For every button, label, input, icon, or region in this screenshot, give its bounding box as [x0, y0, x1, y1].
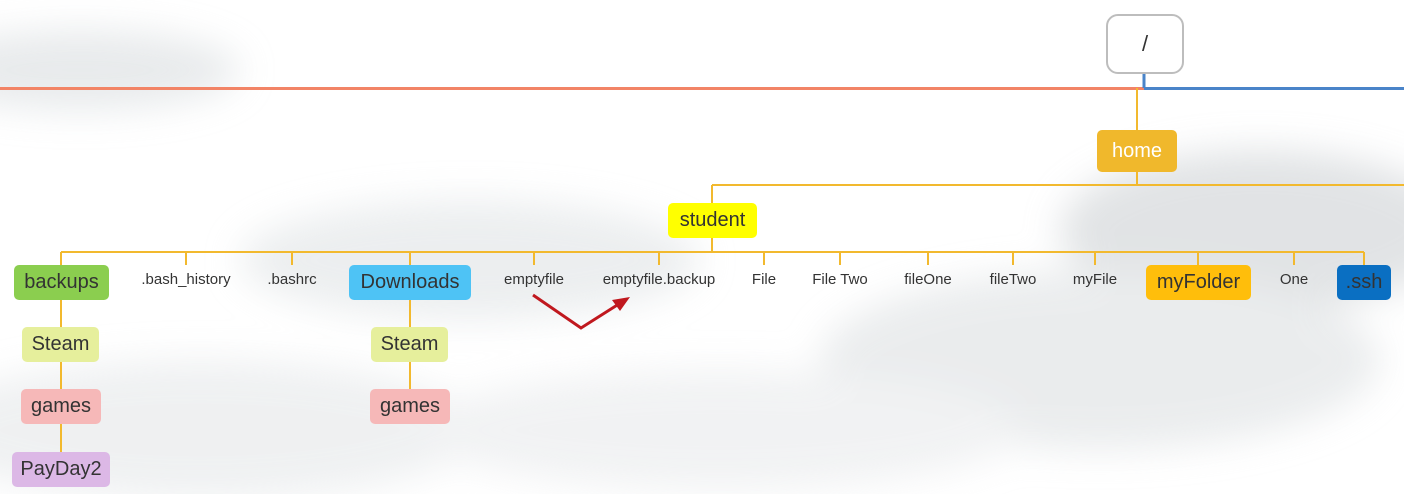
- filetwo-label: fileTwo: [989, 270, 1037, 288]
- emptyfile-node[interactable]: emptyfile: [494, 268, 574, 290]
- backups-node[interactable]: backups: [14, 265, 109, 300]
- red-arrow: [532, 293, 623, 330]
- root-node[interactable]: /: [1106, 14, 1184, 74]
- root-label: /: [1141, 31, 1149, 56]
- downloads-label: Downloads: [360, 271, 460, 293]
- student-node[interactable]: student: [668, 203, 757, 238]
- ssh-label: .ssh: [1345, 271, 1383, 293]
- fileone-node[interactable]: fileOne: [896, 268, 960, 290]
- red-arrowhead: [612, 297, 630, 311]
- backups-steam-label: Steam: [31, 333, 90, 355]
- bash-history-node[interactable]: .bash_history: [136, 268, 236, 290]
- downloads-steam-label: Steam: [380, 333, 439, 355]
- emptyfile-backup-label: emptyfile.backup: [602, 270, 716, 288]
- downloads-games-node[interactable]: games: [370, 389, 450, 424]
- emptyfile-backup-node[interactable]: emptyfile.backup: [594, 268, 724, 290]
- one-label: One: [1279, 270, 1309, 288]
- bashrc-label: .bashrc: [267, 270, 317, 288]
- bashrc-node[interactable]: .bashrc: [258, 268, 326, 290]
- myfolder-label: myFolder: [1156, 271, 1241, 293]
- myfile-label: myFile: [1072, 270, 1118, 288]
- emptyfile-label: emptyfile: [503, 270, 565, 288]
- student-label: student: [679, 209, 746, 231]
- file-two-label: File Two: [812, 270, 868, 288]
- backups-label: backups: [24, 271, 99, 293]
- connector-group: [60, 88, 1404, 452]
- backups-games-node[interactable]: games: [21, 389, 101, 424]
- downloads-steam-node[interactable]: Steam: [371, 327, 448, 362]
- file-label: File: [751, 270, 777, 288]
- backups-steam-node[interactable]: Steam: [22, 327, 99, 362]
- myfolder-node[interactable]: myFolder: [1146, 265, 1251, 300]
- file-two-node[interactable]: File Two: [806, 268, 874, 290]
- home-node[interactable]: home: [1097, 130, 1177, 172]
- backups-games-label: games: [30, 395, 92, 417]
- home-label: home: [1111, 139, 1163, 162]
- bash-history-label: .bash_history: [141, 270, 231, 288]
- downloads-node[interactable]: Downloads: [349, 265, 471, 300]
- payday2-label: PayDay2: [20, 458, 102, 480]
- ssh-node[interactable]: .ssh: [1337, 265, 1391, 300]
- filetwo-node[interactable]: fileTwo: [982, 268, 1044, 290]
- downloads-games-label: games: [379, 395, 441, 417]
- fileone-label: fileOne: [904, 270, 952, 288]
- one-node[interactable]: One: [1272, 268, 1316, 290]
- file-node[interactable]: File: [744, 268, 784, 290]
- myfile-node[interactable]: myFile: [1066, 268, 1124, 290]
- payday2-node[interactable]: PayDay2: [12, 452, 110, 487]
